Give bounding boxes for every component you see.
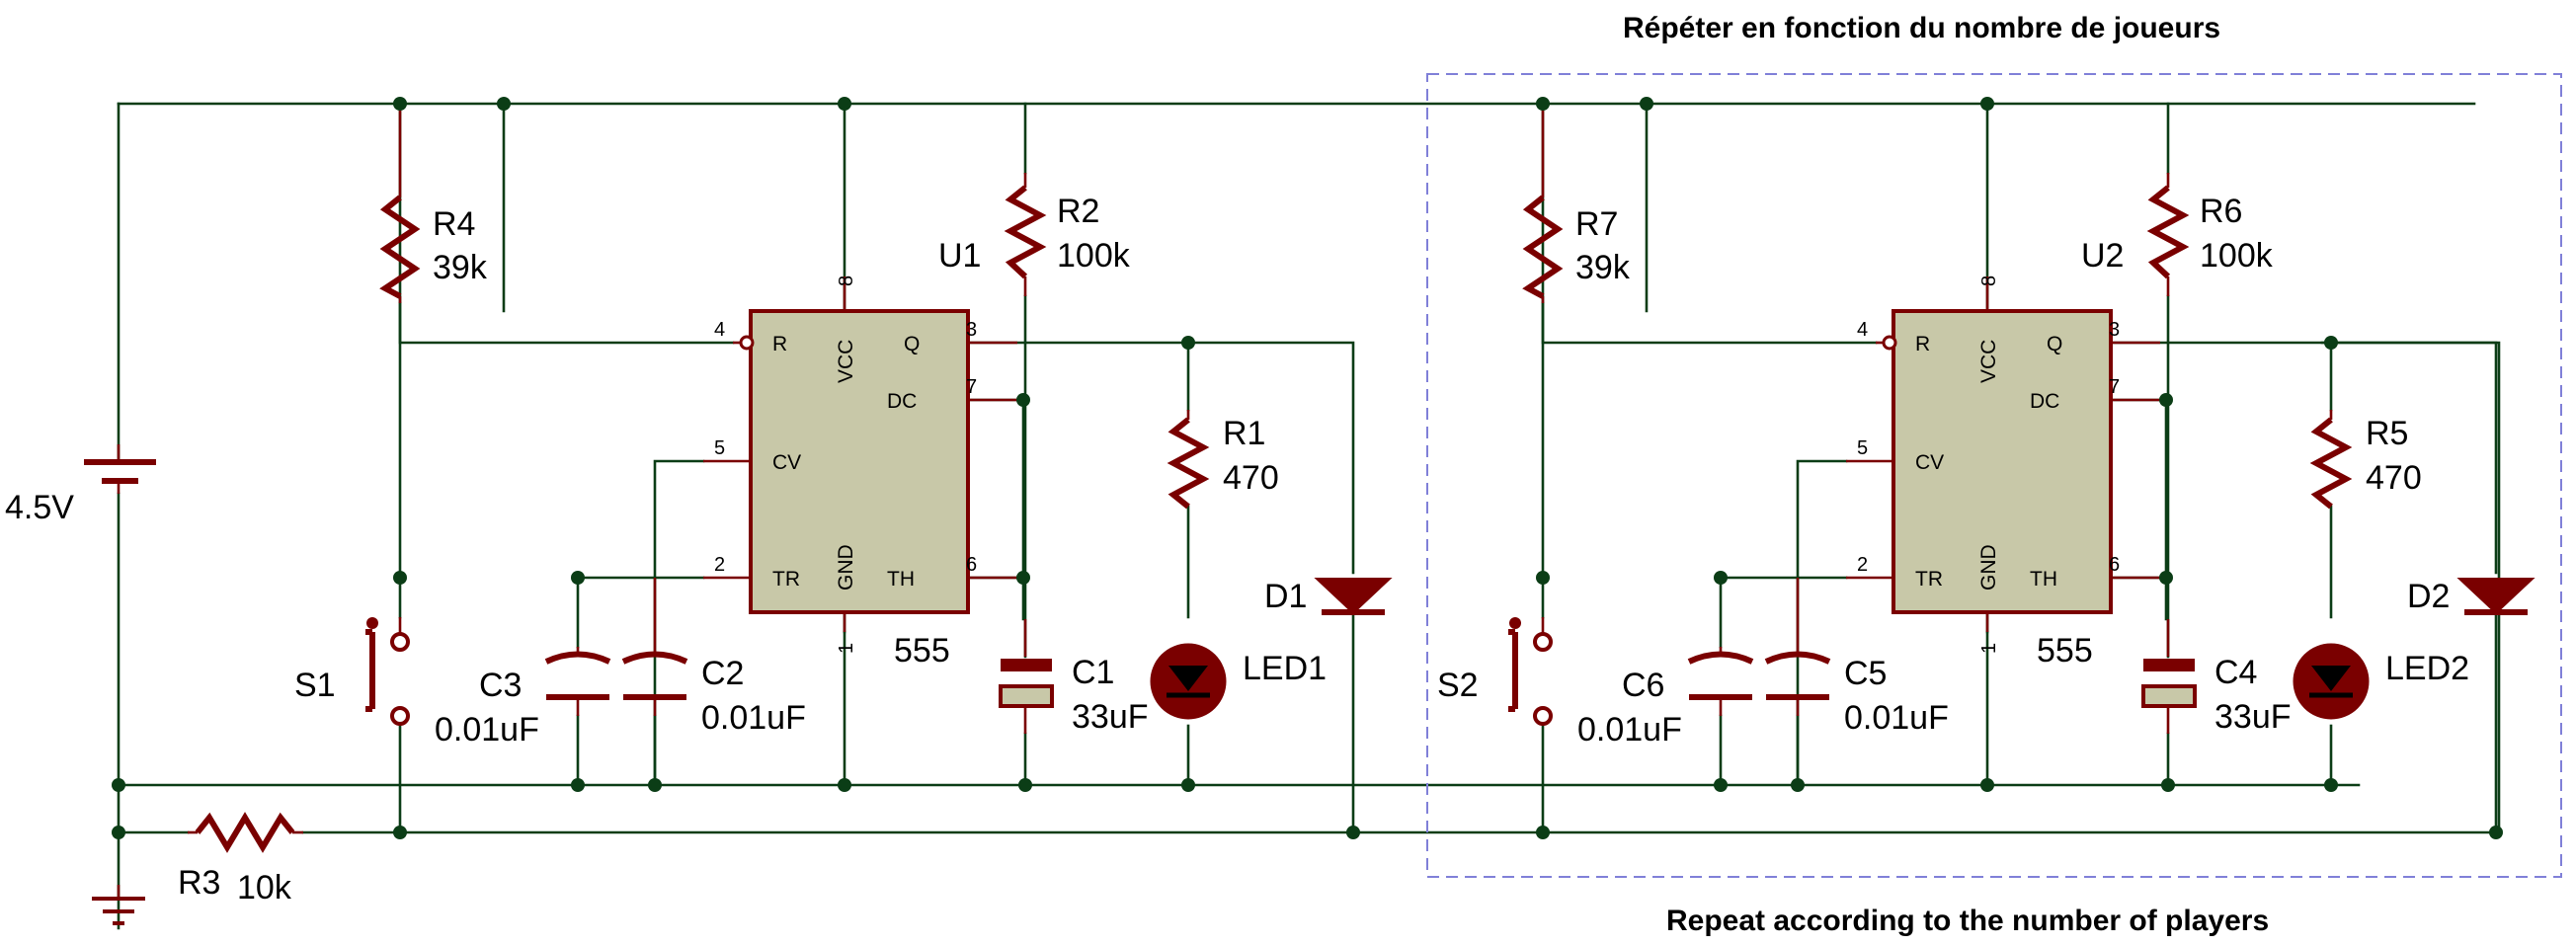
repeat-region-box [1426,73,2562,878]
s1-ref: S1 [294,667,336,704]
r7-ref: R7 [1575,205,1618,243]
c3-ref: C3 [479,667,522,704]
stage-2-labels: R7 39k R6 100k U2 555 R5 470 D2 LED2 S2 … [1437,193,2469,749]
led2-ref: LED2 [2385,650,2469,687]
r6-ref: R6 [2200,193,2242,230]
battery-voltage-label: 4.5V [5,489,74,526]
svg-text:TH: TH [2030,568,2057,591]
c1-value: 33uF [1072,698,1149,736]
r1-ref: R1 [1223,415,1265,452]
svg-text:2: 2 [714,554,725,576]
svg-text:4: 4 [714,319,725,341]
svg-text:Q: Q [2047,333,2062,355]
svg-text:GND: GND [1977,544,2000,591]
svg-text:DC: DC [2030,390,2059,413]
c6-value: 0.01uF [1577,711,1682,749]
r6-value: 100k [2200,237,2274,275]
svg-text:1: 1 [1978,643,2000,654]
svg-text:3: 3 [966,319,977,341]
c5-ref: C5 [1844,655,1887,692]
svg-text:TR: TR [772,568,800,591]
resistor-r3 [188,812,303,853]
ground-symbol [92,885,145,925]
svg-text:5: 5 [714,437,725,459]
r1-value: 470 [1223,459,1279,497]
c3-value: 0.01uF [435,711,539,749]
svg-text:8: 8 [836,276,857,286]
d2-ref: D2 [2407,578,2450,615]
u2-part: 555 [2037,632,2093,670]
c4-value: 33uF [2214,698,2292,736]
svg-text:6: 6 [966,554,977,576]
c4-ref: C4 [2214,654,2257,691]
d1-ref: D1 [1264,578,1307,615]
svg-text:VCC: VCC [1977,340,2000,383]
svg-text:8: 8 [1978,276,2000,286]
svg-text:GND: GND [835,544,857,591]
r5-value: 470 [2366,459,2422,497]
u1-ref: U1 [938,237,981,275]
r3-ref: R3 [178,864,220,902]
svg-text:4: 4 [1857,319,1868,341]
u1-part: 555 [894,632,950,670]
svg-text:VCC: VCC [835,340,857,383]
svg-text:R: R [772,333,787,355]
svg-text:7: 7 [2109,376,2120,398]
svg-text:2: 2 [1857,554,1868,576]
svg-text:CV: CV [1915,451,1944,474]
r7-value: 39k [1575,249,1631,286]
svg-text:6: 6 [2109,554,2120,576]
svg-text:5: 5 [1857,437,1868,459]
svg-text:TR: TR [1915,568,1943,591]
battery-symbol [84,444,156,494]
caption-bottom: Repeat according to the number of player… [1666,905,2269,937]
r4-ref: R4 [433,205,475,243]
svg-text:Q: Q [904,333,920,355]
svg-text:1: 1 [836,643,857,654]
r4-value: 39k [433,249,488,286]
stage-1-labels: R4 39k R2 100k U1 555 R1 470 D1 LED1 S1 … [294,193,1327,749]
c2-value: 0.01uF [701,699,806,737]
r2-ref: R2 [1057,193,1099,230]
c2-ref: C2 [701,655,744,692]
r3-value: 10k [237,869,292,907]
led1-ref: LED1 [1243,650,1327,687]
c1-ref: C1 [1072,654,1114,691]
r5-ref: R5 [2366,415,2408,452]
u2-ref: U2 [2081,237,2124,275]
s2-ref: S2 [1437,667,1479,704]
svg-text:DC: DC [887,390,917,413]
c5-value: 0.01uF [1844,699,1949,737]
svg-text:TH: TH [887,568,915,591]
svg-text:7: 7 [966,376,977,398]
svg-text:CV: CV [772,451,801,474]
c6-ref: C6 [1622,667,1664,704]
caption-top: Répéter en fonction du nombre de joueurs [1623,12,2220,44]
svg-text:R: R [1915,333,1930,355]
r2-value: 100k [1057,237,1131,275]
svg-text:3: 3 [2109,319,2120,341]
